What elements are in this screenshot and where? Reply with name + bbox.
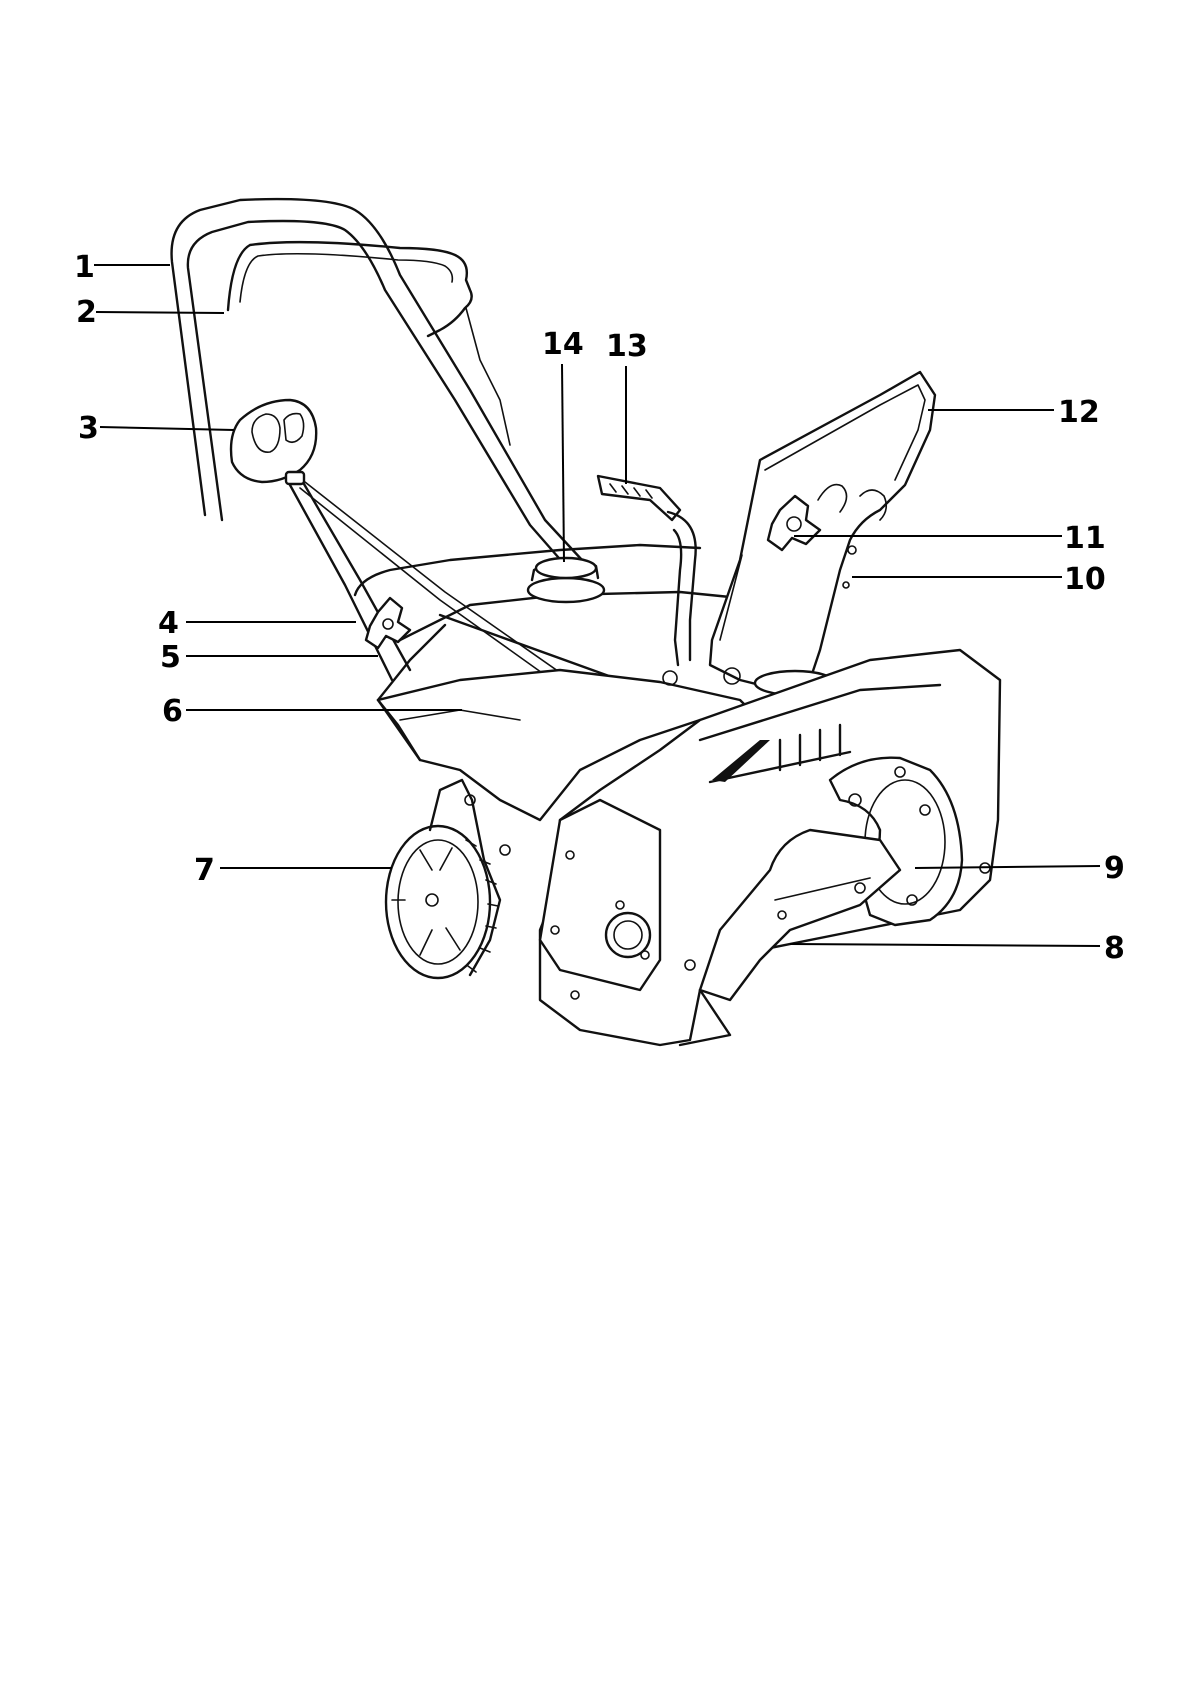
leader-line-8: [790, 944, 1100, 946]
callout-8: 8: [1104, 931, 1125, 966]
callout-14: 14: [542, 327, 584, 362]
side-plate: [540, 800, 660, 999]
discharge-chute: [710, 372, 935, 695]
fuel-cap: [528, 558, 604, 602]
callout-12: 12: [1058, 395, 1100, 430]
upper-handle: [172, 199, 582, 565]
leader-line-14: [562, 364, 564, 562]
callout-13: 13: [606, 329, 648, 364]
wheel: [386, 780, 500, 978]
chute-control-handle: [598, 476, 696, 665]
leader-line-3: [100, 427, 234, 430]
leader-line-2: [96, 312, 224, 313]
chute-crank-handle: [231, 400, 316, 484]
callout-4: 4: [158, 606, 179, 641]
callout-6: 6: [162, 694, 183, 729]
callout-10: 10: [1064, 562, 1106, 597]
callout-3: 3: [78, 411, 99, 446]
handle-knob: [366, 598, 410, 648]
callout-9: 9: [1104, 851, 1125, 886]
callout-7: 7: [194, 853, 215, 888]
callout-11: 11: [1064, 521, 1106, 556]
callout-5: 5: [160, 640, 181, 675]
callout-2: 2: [76, 295, 97, 330]
callout-1: 1: [74, 250, 95, 285]
